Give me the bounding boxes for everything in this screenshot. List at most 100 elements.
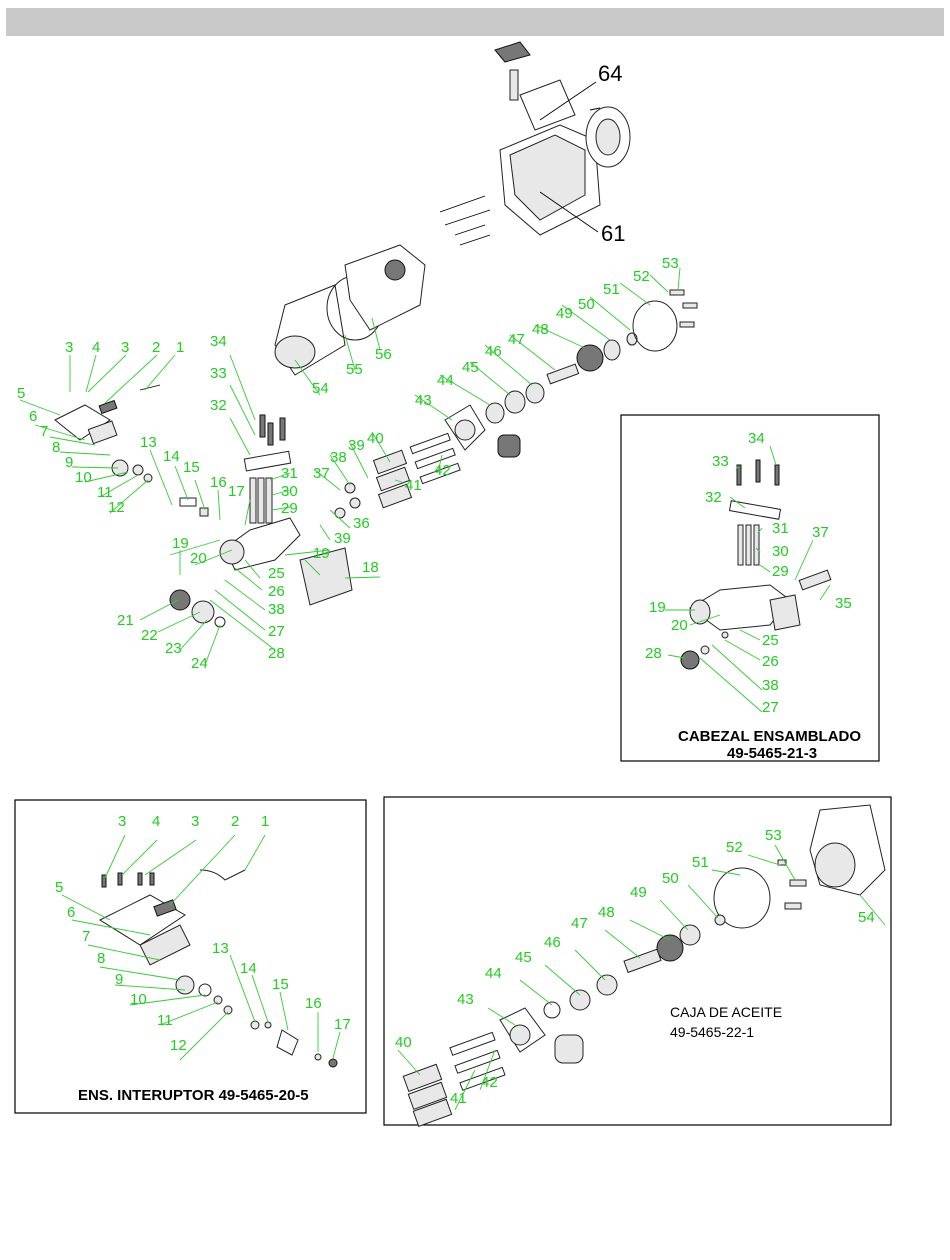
callout-46: 46 [485,343,502,360]
callout-1: 1 [176,339,184,356]
head-callout-27: 27 [762,699,779,716]
callout-36: 36 [353,515,370,532]
callout-64: 64 [598,61,622,86]
switch-caption: ENS. INTERUPTOR 49-5465-20-5 [78,1087,309,1104]
callout-49: 49 [556,305,573,322]
head-callout-32: 32 [705,489,722,506]
engine-housing-part [439,41,631,246]
callout-39b: 39 [334,530,351,547]
callout-56: 56 [375,346,392,363]
callout-48: 48 [532,321,549,338]
switch-callout-8: 8 [97,950,105,967]
main-exploded-view: 1 2 3 4 3 5 6 7 8 9 10 11 12 13 14 15 16… [17,41,698,672]
callout-10: 10 [75,469,92,486]
switch-callout-10: 10 [130,991,147,1008]
manifold-head-part [219,414,353,606]
callout-9: 9 [65,454,73,471]
switch-callout-2: 2 [231,813,239,830]
switch-callout-13: 13 [212,940,229,957]
callout-8: 8 [52,439,60,456]
callout-51: 51 [603,281,620,298]
callout-26: 26 [268,583,285,600]
callout-55: 55 [346,361,363,378]
switch-callout-5: 5 [55,879,63,896]
head-callout-31: 31 [772,520,789,537]
switch-callout-1: 1 [261,813,269,830]
callout-61: 61 [601,221,625,246]
oil-case-chain-part [485,289,698,424]
callout-11: 11 [97,484,113,501]
callout-34: 34 [210,333,227,350]
oil-callout-52: 52 [726,839,743,856]
head-callout-28: 28 [645,645,662,662]
callout-30: 30 [281,483,298,500]
callout-39: 39 [348,437,365,454]
head-callout-19: 19 [649,599,666,616]
oil-callout-53: 53 [765,827,782,844]
pistons-springs-part [334,404,521,519]
switch-callout-9: 9 [115,971,123,988]
callout-31: 31 [281,465,298,482]
callout-33: 33 [210,365,227,382]
callout-19: 19 [172,535,189,552]
callout-22: 22 [141,627,158,644]
callout-6: 6 [29,408,37,425]
main-callouts: 1 2 3 4 3 5 6 7 8 9 10 11 12 13 14 15 16… [17,61,679,672]
oil-callout-45: 45 [515,949,532,966]
oil-callout-48: 48 [598,904,615,921]
callout-18: 18 [362,559,379,576]
pump-housing-part [274,244,426,376]
callout-13: 13 [140,434,157,451]
callout-54: 54 [312,380,329,397]
switch-callout-4: 4 [152,813,160,830]
callout-27: 27 [268,623,285,640]
switch-callout-17: 17 [334,1016,351,1033]
callout-38: 38 [330,449,347,466]
head-assembly-box: 34 33 32 31 30 29 37 35 19 20 25 26 28 3… [620,414,880,762]
callout-29: 29 [281,500,298,517]
oil-callout-51: 51 [692,854,709,871]
oil-callout-43: 43 [457,991,474,1008]
switch-callout-3: 3 [118,813,126,830]
switch-callout-7: 7 [82,928,90,945]
callout-41: 41 [405,477,422,494]
callout-17: 17 [228,483,245,500]
header-bar [6,8,944,36]
switch-assembly-box: 3 4 3 2 1 5 6 7 8 9 10 11 12 13 14 15 16… [14,799,367,1114]
callout-43: 43 [415,392,432,409]
callout-24: 24 [191,655,208,672]
callout-20: 20 [190,550,207,567]
callout-16: 16 [210,474,227,491]
callout-3: 3 [121,339,129,356]
head-callout-25: 25 [762,632,779,649]
oil-callout-44: 44 [485,965,502,982]
switch-callout-14: 14 [240,960,257,977]
callout-38b: 38 [268,601,285,618]
switch-callout-6: 6 [67,904,75,921]
head-caption: CABEZAL ENSAMBLADO [678,728,861,745]
callout-19b: 19 [313,545,330,562]
callout-45: 45 [462,359,479,376]
oil-callout-42: 42 [481,1074,498,1091]
callout-53: 53 [662,255,679,272]
callout-28: 28 [268,645,285,662]
switch-parts-part [54,384,226,628]
oil-callout-47: 47 [571,915,588,932]
oil-callout-54: 54 [858,909,875,926]
callout-5: 5 [17,385,25,402]
switch-callout-15: 15 [272,976,289,993]
head-part-number: 49-5465-21-3 [727,745,817,762]
head-callout-30: 30 [772,543,789,560]
callout-32: 32 [210,397,227,414]
callout-52: 52 [633,268,650,285]
callout-37: 37 [313,465,330,482]
oil-callout-50: 50 [662,870,679,887]
callout-14: 14 [163,448,180,465]
head-callout-33: 33 [712,453,729,470]
oil-callout-49: 49 [630,884,647,901]
head-callout-26: 26 [762,653,779,670]
head-callout-20: 20 [671,617,688,634]
callout-2: 2 [152,339,160,356]
oil-caption: CAJA DE ACEITE [670,1004,782,1020]
